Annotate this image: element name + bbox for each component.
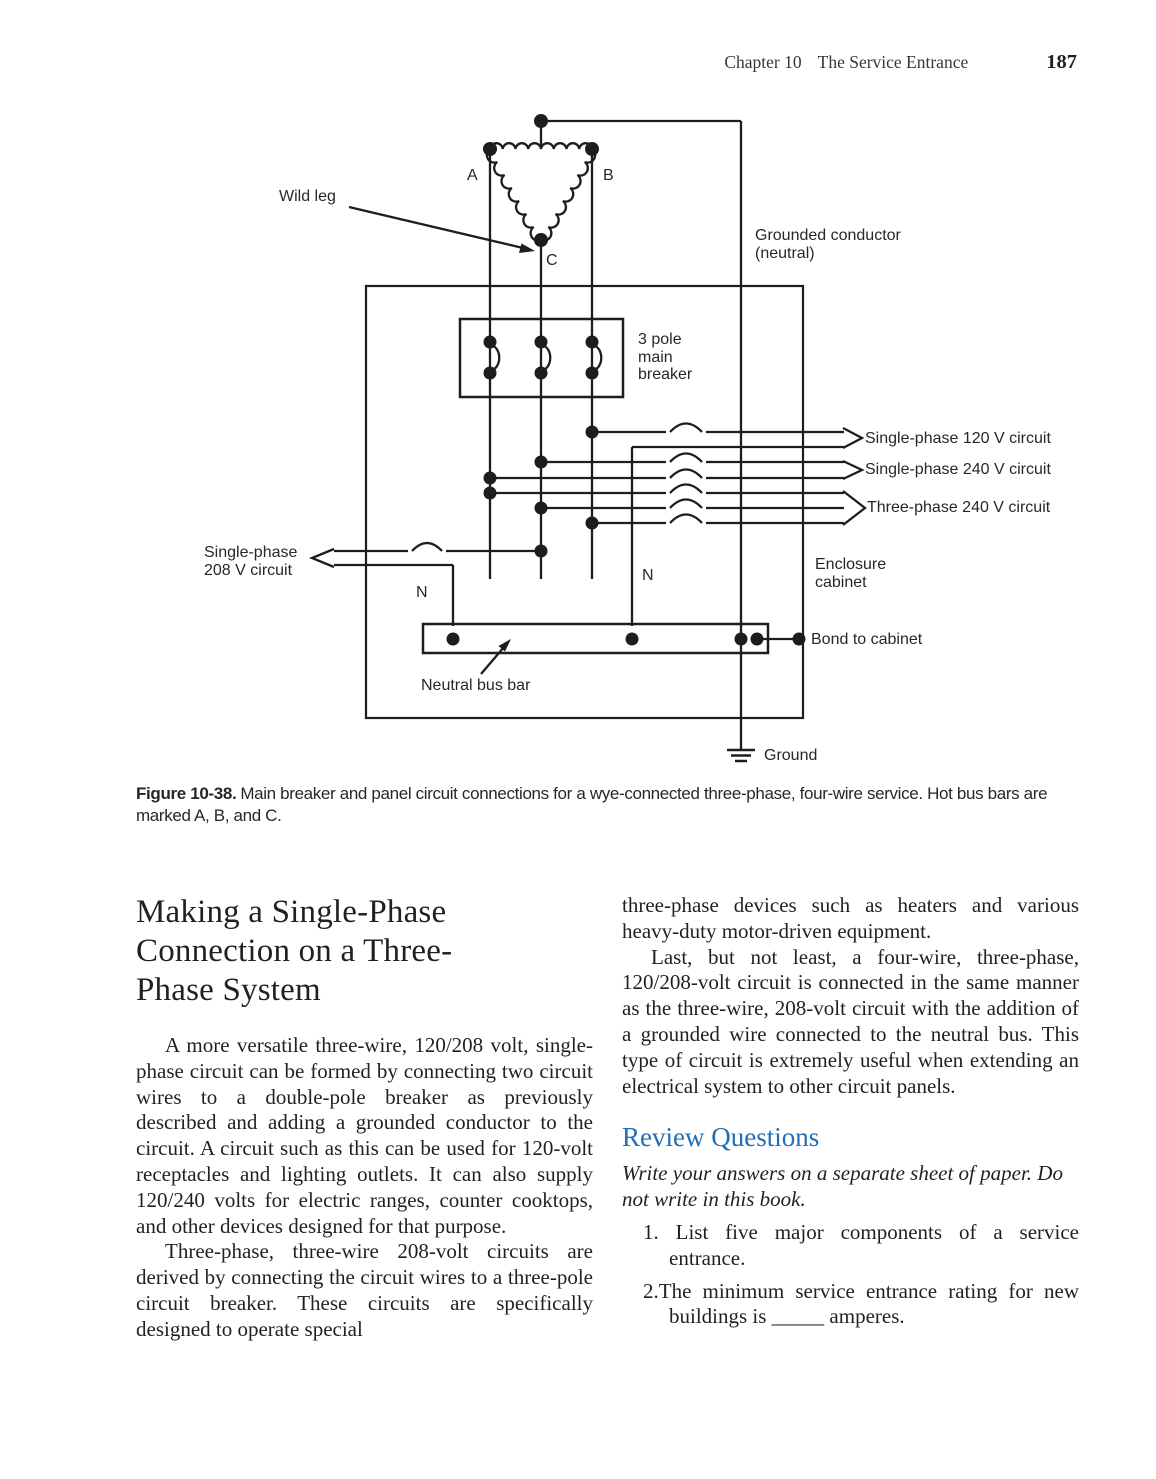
paragraph: Three-phase, three-wire 208-volt circuit… bbox=[136, 1239, 593, 1341]
main-breaker-outline bbox=[458, 317, 625, 399]
label-circuit-240v: Single-phase 240 V circuit bbox=[865, 461, 1051, 478]
chapter-label: Chapter 10 bbox=[724, 52, 802, 72]
label-enclosure-cabinet: Enclosure cabinet bbox=[815, 556, 887, 591]
label-ground: Ground bbox=[764, 747, 818, 764]
label-circuit-208v: Single-phase 208 V circuit bbox=[204, 544, 298, 579]
paragraph: Last, but not least, a four-wire, three-… bbox=[622, 944, 1079, 1098]
enclosure-cabinet-outline bbox=[364, 284, 805, 720]
label-neutral-bus-bar: Neutral bus bar bbox=[421, 677, 531, 694]
label-circuit-120v: Single-phase 120 V circuit bbox=[865, 430, 1051, 447]
branch-circuit-wires bbox=[334, 422, 844, 626]
figure-caption: Figure 10-38.Main breaker and panel circ… bbox=[136, 783, 1074, 826]
review-question: 2.The minimum service entrance rating fo… bbox=[643, 1278, 1079, 1329]
ground-symbol bbox=[727, 748, 755, 763]
review-question: 1. List five major components of a servi… bbox=[643, 1219, 1079, 1270]
article-heading: Making a Single-Phase Connection on a Th… bbox=[136, 894, 453, 1008]
label-circuit-3ph-240v: Three-phase 240 V circuit bbox=[867, 499, 1051, 516]
neutral-bus-bar-outline bbox=[421, 622, 770, 655]
label-bond-to-cabinet: Bond to cabinet bbox=[811, 631, 923, 648]
left-column: Making a Single-Phase Connection on a Th… bbox=[136, 893, 593, 1343]
paragraph: A more versatile three-wire, 120/208 vol… bbox=[136, 1033, 593, 1238]
label-neutral-right: N bbox=[642, 567, 654, 584]
main-breaker-poles bbox=[491, 344, 603, 372]
label-grounded-conductor: Grounded conductor (neutral) bbox=[755, 227, 901, 262]
label-wild-leg: Wild leg bbox=[279, 188, 336, 205]
label-neutral-left: N bbox=[416, 584, 428, 601]
label-phase-c: C bbox=[546, 252, 558, 269]
annotation-arrow-tips bbox=[498, 243, 535, 652]
review-instructions: Write your answers on a separate sheet o… bbox=[622, 1161, 1063, 1212]
wiring-diagram bbox=[308, 114, 867, 763]
annotation-arrows bbox=[348, 205, 524, 675]
right-column: three-phase devices such as heaters and … bbox=[622, 893, 1079, 1330]
service-conductors bbox=[488, 119, 743, 750]
section-title: The Service Entrance bbox=[817, 52, 969, 72]
label-phase-b: B bbox=[603, 167, 614, 184]
label-main-breaker: 3 pole main breaker bbox=[638, 331, 693, 383]
paragraph: three-phase devices such as heaters and … bbox=[622, 893, 1079, 943]
review-questions-list: 1. List five major components of a servi… bbox=[622, 1220, 1079, 1330]
transformer-winding bbox=[485, 142, 597, 242]
figure-caption-text: Main breaker and panel circuit connectio… bbox=[136, 784, 1048, 825]
running-head: Chapter 10 The Service Entrance 187 bbox=[0, 51, 1077, 74]
review-questions-heading: Review Questions bbox=[622, 1122, 820, 1153]
figure-caption-label: Figure 10-38. bbox=[136, 784, 237, 803]
junction-dots bbox=[446, 114, 806, 646]
label-phase-a: A bbox=[467, 167, 478, 184]
page-number: 187 bbox=[1046, 51, 1077, 73]
diagram-lines bbox=[308, 119, 867, 763]
circuit-arrowheads bbox=[308, 426, 867, 569]
